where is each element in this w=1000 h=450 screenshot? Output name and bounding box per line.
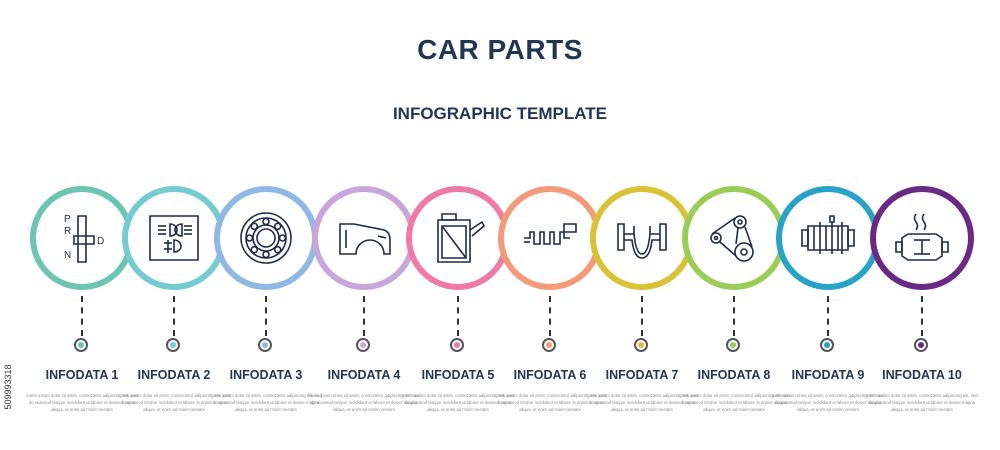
item-description: lorem ipsum dolor sit amet, consectetur …: [772, 393, 884, 412]
item-label: INFODATA 5: [421, 368, 495, 382]
item-label: INFODATA 9: [791, 368, 865, 382]
marker-dot: [820, 338, 834, 352]
icon-ring: [498, 186, 602, 290]
icon-ring: [312, 186, 416, 290]
gear-shift-icon: P R N D: [64, 214, 104, 268]
marker-dot: [166, 338, 180, 352]
icon-ring: [682, 186, 786, 290]
icon-ring: [590, 186, 694, 290]
marker-dot: [74, 338, 88, 352]
page-title: CAR PARTS: [417, 34, 583, 65]
oil-can-icon: [428, 208, 488, 268]
marker-dot: [258, 338, 272, 352]
item-label: INFODATA 7: [605, 368, 679, 382]
fender-icon: [334, 208, 394, 268]
item-label: INFODATA 6: [513, 368, 587, 382]
dashed-connector: [921, 296, 923, 336]
dashed-connector: [641, 296, 643, 336]
crankshaft-icon: [520, 208, 580, 268]
item-label: INFODATA 8: [697, 368, 771, 382]
marker-dot: [356, 338, 370, 352]
icon-ring: [214, 186, 318, 290]
engine-block-icon: [798, 208, 858, 268]
item-description: lorem ipsum dolor sit amet, consectetur …: [402, 393, 514, 412]
stock-id-text: 509993318: [3, 364, 13, 410]
item-description: lorem ipsum dolor sit amet, consectetur …: [494, 393, 606, 412]
dashed-connector: [549, 296, 551, 336]
gear-letter-p: P: [64, 214, 71, 225]
item-label: INFODATA 10: [882, 368, 962, 382]
icon-ring: [870, 186, 974, 290]
marker-dot: [542, 338, 556, 352]
gear-letter-n: N: [64, 250, 71, 261]
item-description: lorem ipsum dolor sit amet, consectetur …: [118, 393, 230, 412]
item-description: lorem ipsum dolor sit amet, consectetur …: [586, 393, 698, 412]
dashed-connector: [173, 296, 175, 336]
item-description: lorem ipsum dolor sit amet, consectetur …: [210, 393, 322, 412]
item-description: lorem ipsum dolor sit amet, consectetur …: [678, 393, 790, 412]
marker-dot: [450, 338, 464, 352]
stock-id: 509993318: [0, 338, 14, 442]
item-label: INFODATA 3: [229, 368, 303, 382]
timing-belt-icon: [704, 208, 764, 268]
axle-icon: [612, 208, 672, 268]
headlight-indicator-icon: [144, 208, 204, 268]
icon-ring: [776, 186, 880, 290]
dashed-connector: [363, 296, 365, 336]
item-description: lorem ipsum dolor sit amet, consectetur …: [866, 393, 978, 412]
item-label: INFODATA 4: [327, 368, 401, 382]
dashed-connector: [827, 296, 829, 336]
icon-ring: [122, 186, 226, 290]
item-description: lorem ipsum dolor sit amet, consectetur …: [26, 393, 138, 412]
icon-ring: [406, 186, 510, 290]
bearing-icon: [236, 208, 296, 268]
item-description: lorem ipsum dolor sit amet, consectetur …: [308, 393, 420, 412]
marker-dot: [634, 338, 648, 352]
icon-ring: P R N D: [30, 186, 134, 290]
dashed-connector: [733, 296, 735, 336]
marker-dot: [914, 338, 928, 352]
marker-dot: [726, 338, 740, 352]
gear-letter-r: R: [64, 226, 71, 237]
page-subtitle: INFOGRAPHIC TEMPLATE: [392, 104, 608, 123]
item-label: INFODATA 2: [137, 368, 211, 382]
dashed-connector: [265, 296, 267, 336]
dashed-connector: [457, 296, 459, 336]
dashed-connector: [81, 296, 83, 336]
item-label: INFODATA 1: [45, 368, 119, 382]
catalytic-converter-icon: [892, 208, 952, 268]
gear-letter-d: D: [97, 236, 104, 247]
